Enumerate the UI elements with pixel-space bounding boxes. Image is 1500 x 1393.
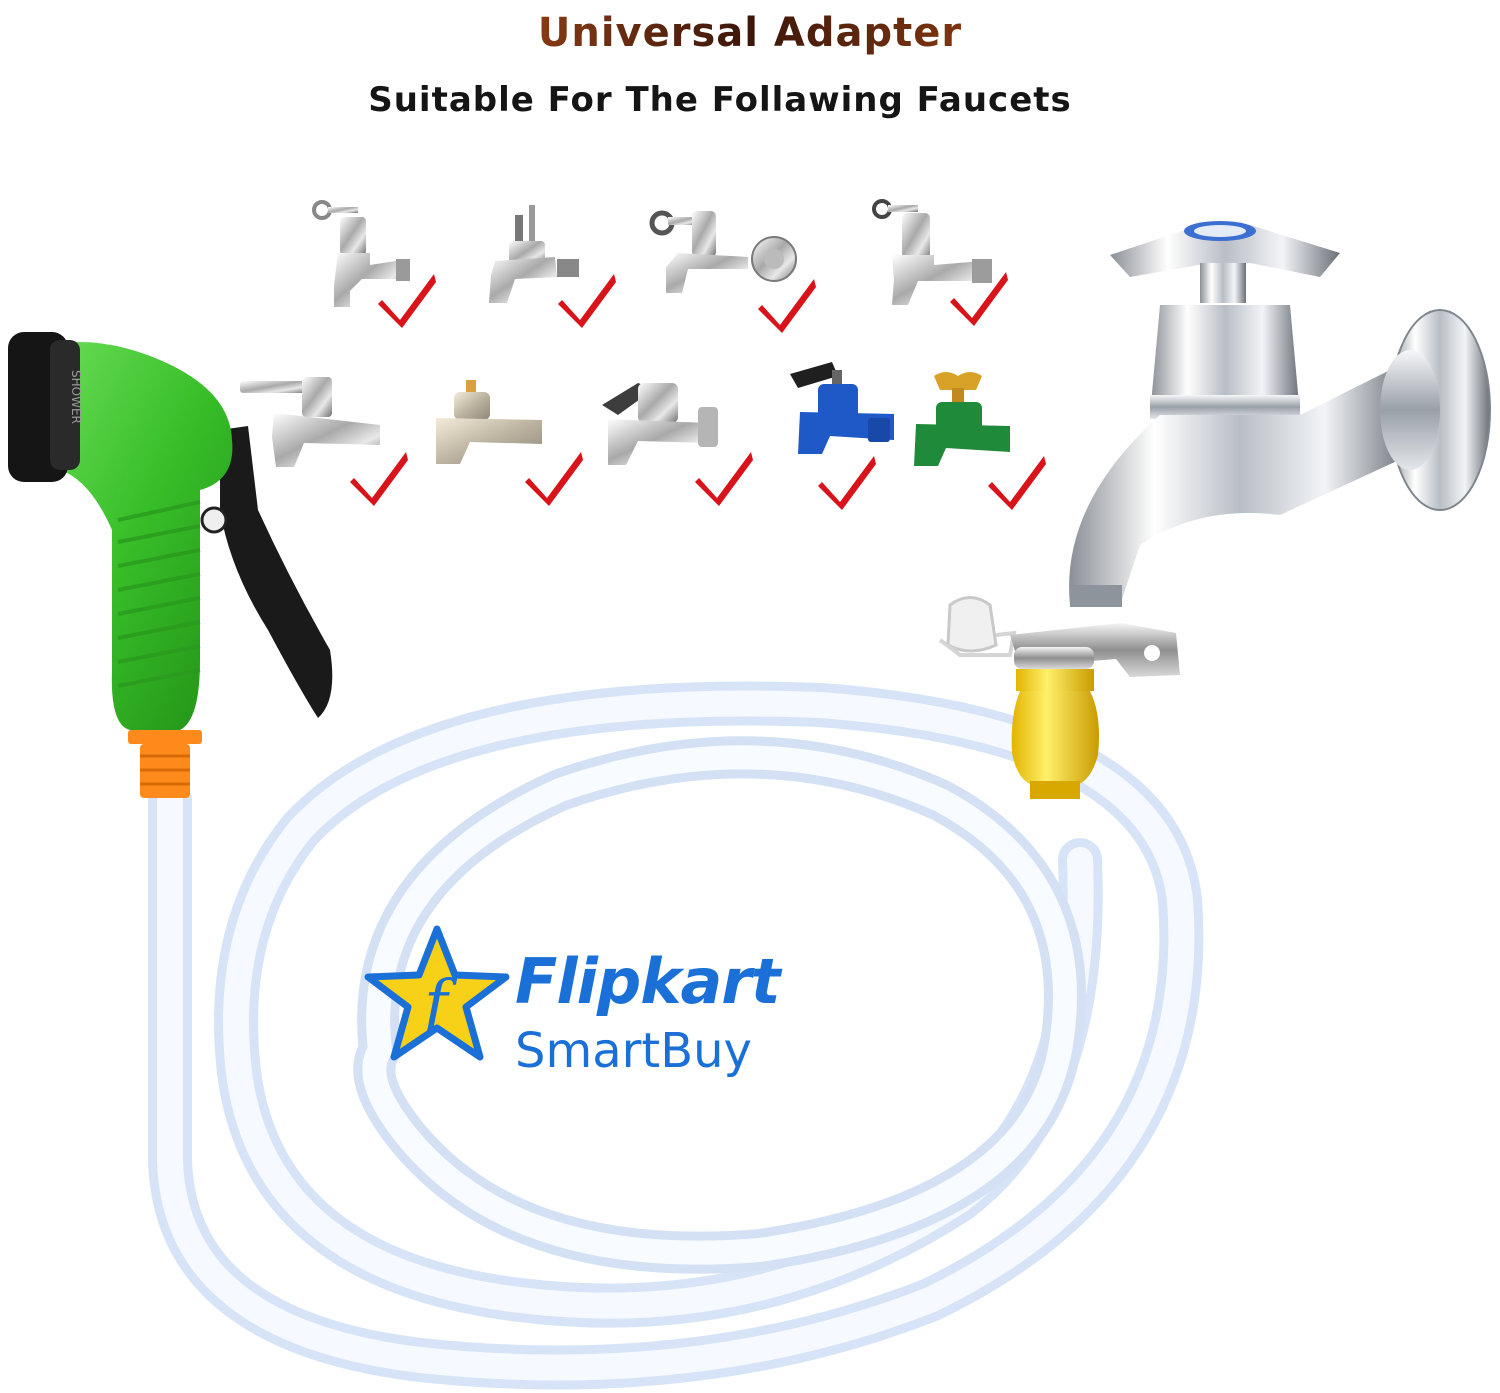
product-subtitle: Suitable For The Follawing Faucets — [368, 80, 1072, 120]
check-mark-icon — [525, 452, 583, 506]
check-mark-icon — [558, 274, 616, 328]
chrome-lever-tap-icon — [240, 377, 380, 467]
check-mark-icon — [950, 272, 1008, 326]
check-mark-icon — [818, 456, 876, 510]
check-mark-icon — [378, 274, 436, 328]
check-mark-icon — [695, 452, 753, 506]
chrome-wall-lever-tap-icon — [602, 383, 718, 465]
chrome-faucet-icon — [1069, 221, 1491, 607]
logo-wordmark-flipkart: Flipkart — [515, 945, 781, 1018]
logo-wordmark-smartbuy: SmartBuy — [515, 1023, 752, 1079]
check-mark-icon — [758, 279, 816, 333]
blue-garden-tap-icon — [790, 362, 894, 454]
green-garden-tap-icon — [914, 372, 1010, 466]
flipkart-star-icon: f — [364, 925, 510, 1061]
check-mark-icon — [988, 456, 1046, 510]
universal-adapter-icon — [938, 596, 1180, 799]
chrome-wall-tap-icon — [649, 210, 797, 293]
chrome-long-bib-tap-icon — [489, 205, 579, 303]
chrome-bib-tap-icon — [312, 200, 410, 307]
brass-tap-icon — [436, 380, 542, 464]
spray-gun-icon: SHOWER — [8, 332, 333, 798]
check-mark-icon — [350, 452, 408, 506]
chrome-angle-tap-icon — [872, 199, 992, 305]
spray-dial-label: SHOWER — [69, 370, 83, 424]
product-title: Universal Adapter — [0, 10, 1500, 56]
